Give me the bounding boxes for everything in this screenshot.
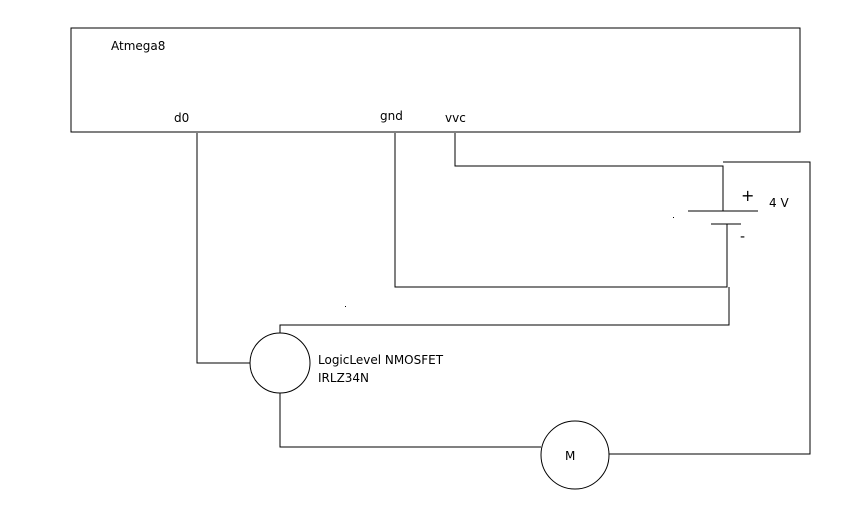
motor-symbol: [540, 420, 610, 490]
chip-name-label: Atmega8: [111, 39, 165, 53]
atmega8-chip-box: [70, 27, 801, 133]
stray-dot: [673, 217, 674, 218]
stray-dot: [345, 306, 346, 307]
wire-supply-to-motor: [609, 161, 811, 455]
wire-drain-to-motor: [279, 393, 541, 448]
mosfet-label-line1: LogicLevel NMOSFET: [318, 353, 444, 367]
mosfet-label-line2: IRLZ34N: [318, 371, 369, 385]
motor-label: M: [565, 449, 575, 463]
wire-gnd-to-battery: [394, 133, 728, 288]
wire-source-to-ground: [279, 287, 730, 333]
pin-label-gnd: gnd: [380, 109, 403, 123]
battery-minus-sign: -: [740, 229, 745, 245]
battery-plus-sign: +: [741, 186, 754, 205]
battery-voltage-label: 4 V: [769, 196, 789, 210]
pin-label-vcc: vvc: [445, 111, 466, 125]
pin-label-d0: d0: [174, 111, 189, 125]
wire-d0-to-gate: [196, 133, 250, 364]
mosfet-symbol: [249, 332, 311, 394]
wire-vcc-to-battery: [454, 133, 724, 211]
